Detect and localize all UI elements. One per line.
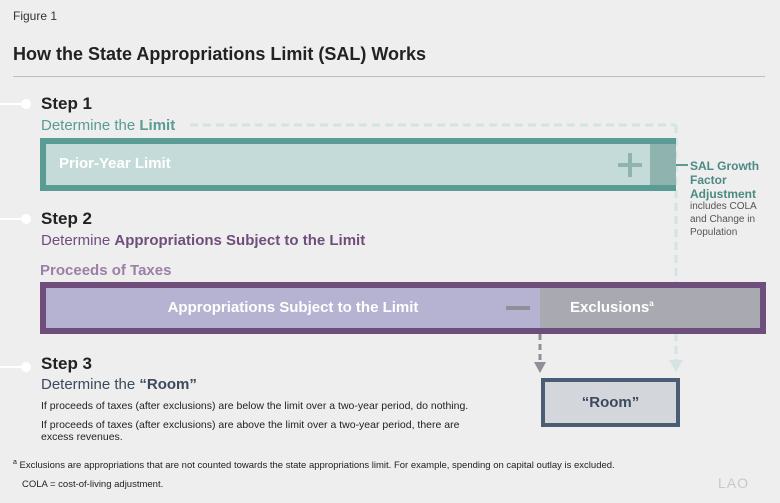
footnote-a-marker: a [13,459,17,466]
exclusions-label: Exclusionsa [570,299,654,316]
sal-line3: Adjustment [690,187,756,201]
appropriations-label: Appropriations Subject to the Limit [167,299,419,316]
step2-bullet [21,214,31,224]
appropriations-segment [46,288,540,328]
step2-subheading: Determine Appropriations Subject to the … [41,232,365,249]
exclusions-segment [540,288,760,328]
title-divider [13,76,765,77]
sal-note3: Population [690,227,738,238]
step2-heading: Step 2 [41,209,93,228]
step3-above-limit-text: If proceeds of taxes (after exclusions) … [41,419,460,431]
step3-heading: Step 3 [41,354,93,373]
room-box [541,378,680,427]
step3-sub-prefix: Determine the [41,376,140,393]
footnote-a: a Exclusions are appropriations that are… [13,459,615,471]
limit-arrowhead [669,360,683,372]
room-label: “Room” [581,394,640,411]
step1-sub-prefix: Determine the [41,117,140,134]
sal-note1: includes COLA [690,201,757,212]
footnote-a-text: Exclusions are appropriations that are n… [19,460,615,472]
step2-sub-prefix: Determine [41,232,115,249]
prior-year-limit-label: Prior-Year Limit [59,155,171,172]
sal-growth-label: SAL Growth Factor Adjustment [690,159,759,201]
minus-icon [506,306,530,310]
step3-bullet [21,362,31,372]
growth-adjustment-segment [650,144,676,185]
exclusions-text: Exclusions [570,299,650,316]
prior-year-limit-segment [46,144,650,185]
step3-bullet-line [0,366,24,368]
step3-above-limit-text-cont: excess revenues. [41,431,123,443]
step1-sub-emphasis: Limit [139,117,176,134]
exclusions-footnote-marker: a [649,299,654,308]
step2-bullet-line [0,218,24,220]
sal-line2: Factor [690,173,727,187]
sal-line1: SAL Growth [690,159,760,173]
sal-growth-note: includes COLA and Change in Population [690,200,757,239]
figure-label: Figure 1 [13,9,58,23]
step1-bullet-line [0,103,24,105]
step2-sub-emphasis: Appropriations Subject to the Limit [114,232,366,249]
footnote-cola: COLA = cost-of-living adjustment. [22,479,164,490]
lao-logo: LAO [718,475,750,491]
step3-sub-emphasis: “Room” [139,376,197,393]
figure-title: How the State Appropriations Limit (SAL)… [13,44,427,64]
step1-heading: Step 1 [41,94,93,113]
step3-subheading: Determine the “Room” [41,376,197,393]
proceeds-of-taxes-label: Proceeds of Taxes [40,262,172,279]
step1-subheading: Determine the Limit [41,117,175,134]
step3-below-limit-text: If proceeds of taxes (after exclusions) … [41,400,469,412]
sal-note2: and Change in [690,214,756,225]
plus-icon-vertical [628,153,632,177]
step1-bullet [21,99,31,109]
approp-arrowhead [534,362,546,373]
